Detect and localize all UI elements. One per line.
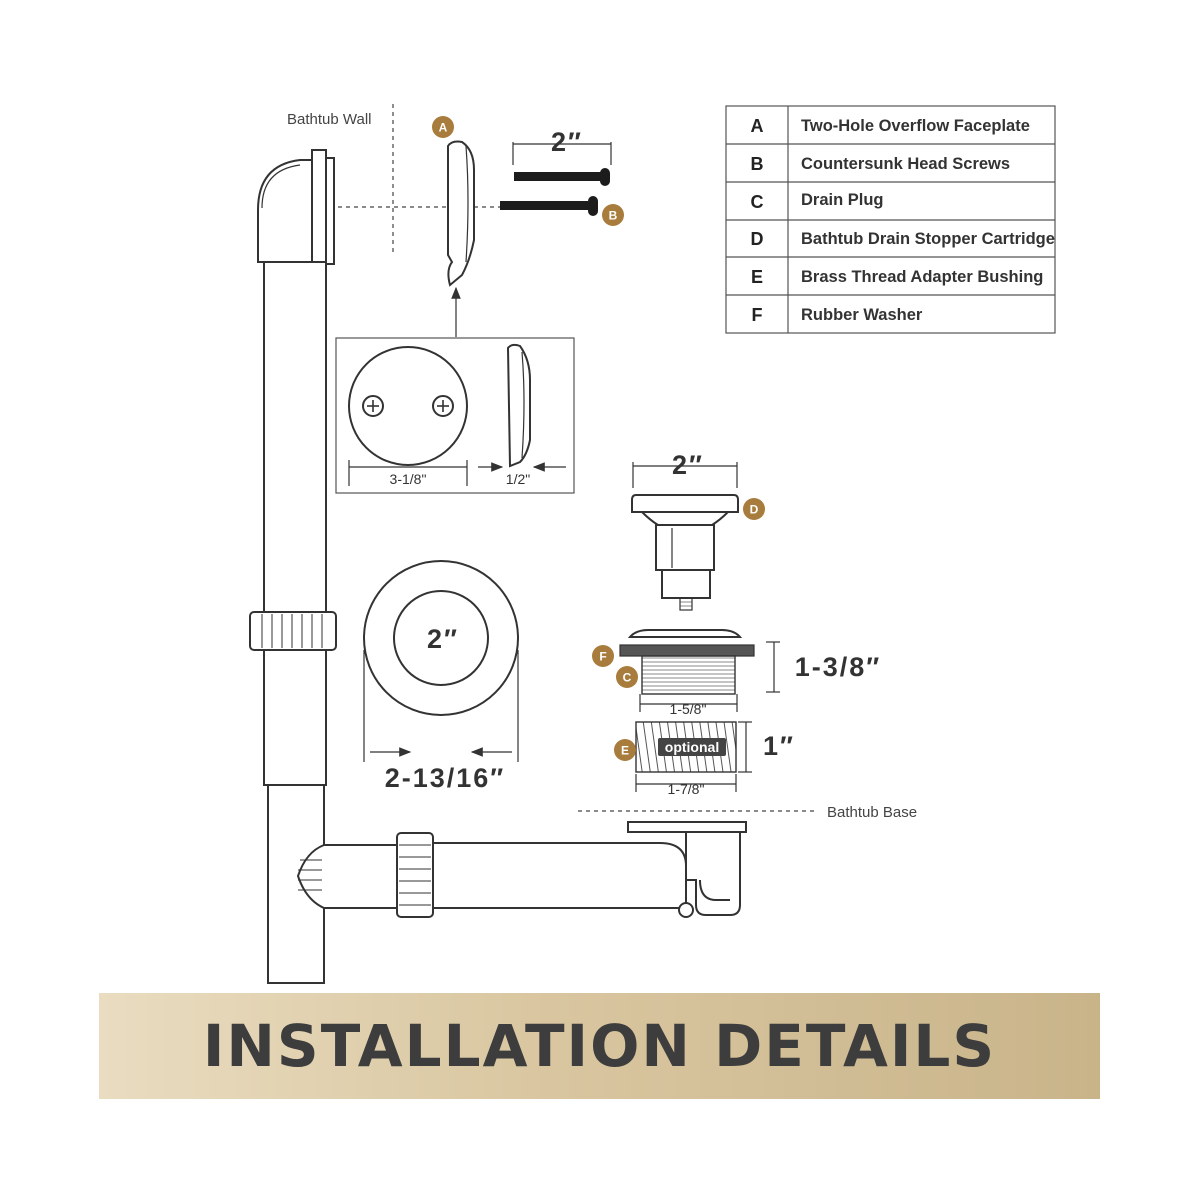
table-row-desc: Drain Plug (801, 191, 884, 209)
table-row-desc: Bathtub Drain Stopper Cartridge (801, 230, 1055, 248)
drain-shoe (296, 821, 747, 918)
table-row-key: D (751, 229, 764, 249)
svg-text:3-1/8": 3-1/8" (390, 471, 427, 487)
svg-text:1″: 1″ (763, 731, 795, 761)
svg-text:1/2": 1/2" (506, 471, 530, 487)
drain-flange: 2″ 2-13/16″ (363, 560, 519, 793)
svg-text:2-13/16″: 2-13/16″ (385, 763, 506, 793)
table-row-key: B (751, 154, 764, 174)
svg-text:1-7/8": 1-7/8" (668, 781, 705, 797)
table-row-desc: Rubber Washer (801, 306, 923, 324)
svg-text:1-3/8″: 1-3/8″ (795, 652, 881, 682)
bathtub-base-label: Bathtub Base (827, 804, 917, 821)
svg-text:C: C (623, 671, 632, 685)
svg-text:F: F (599, 650, 606, 664)
adapter-bushing: optional 1″ 1-7/8" (635, 721, 795, 797)
badge-C: C (616, 666, 638, 688)
stopper-cartridge: 2″ (631, 450, 739, 611)
screw-dimension: 2″ (512, 127, 612, 165)
badge-F: F (592, 645, 614, 667)
parts-table: A Two-Hole Overflow Faceplate B Counters… (725, 105, 1056, 334)
faceplate-detail-box: 3-1/8" 1/2" (335, 337, 575, 494)
overflow-pipe (249, 149, 337, 984)
svg-text:2″: 2″ (672, 450, 704, 480)
table-row-key: C (751, 192, 764, 212)
table-row-desc: Brass Thread Adapter Bushing (801, 268, 1043, 286)
table-row-key: F (752, 305, 763, 325)
banner-title: INSTALLATION DETAILS (202, 1012, 997, 1080)
drain-plug: 1-5/8" 1-3/8″ (619, 629, 881, 717)
svg-text:2″: 2″ (551, 127, 583, 157)
svg-text:E: E (621, 744, 629, 758)
faceplate-side (447, 140, 475, 287)
screw-hole-left (362, 395, 384, 417)
svg-text:D: D (750, 503, 759, 517)
table-row-desc: Countersunk Head Screws (801, 155, 1010, 173)
screws (500, 168, 610, 216)
svg-text:A: A (439, 121, 448, 135)
svg-text:1-5/8": 1-5/8" (670, 701, 707, 717)
installation-banner: INSTALLATION DETAILS (99, 993, 1100, 1099)
optional-label: optional (665, 739, 719, 755)
svg-text:B: B (609, 209, 618, 223)
badge-D: D (743, 498, 765, 520)
screw-hole-right (432, 395, 454, 417)
badge-B: B (602, 204, 624, 226)
badge-A: A (432, 116, 454, 138)
badge-E: E (614, 739, 636, 761)
svg-text:2″: 2″ (427, 624, 459, 654)
table-row-key: E (751, 267, 763, 287)
table-row-desc: Two-Hole Overflow Faceplate (801, 117, 1030, 135)
table-row-key: A (751, 116, 764, 136)
bathtub-wall-label: Bathtub Wall (287, 111, 372, 128)
